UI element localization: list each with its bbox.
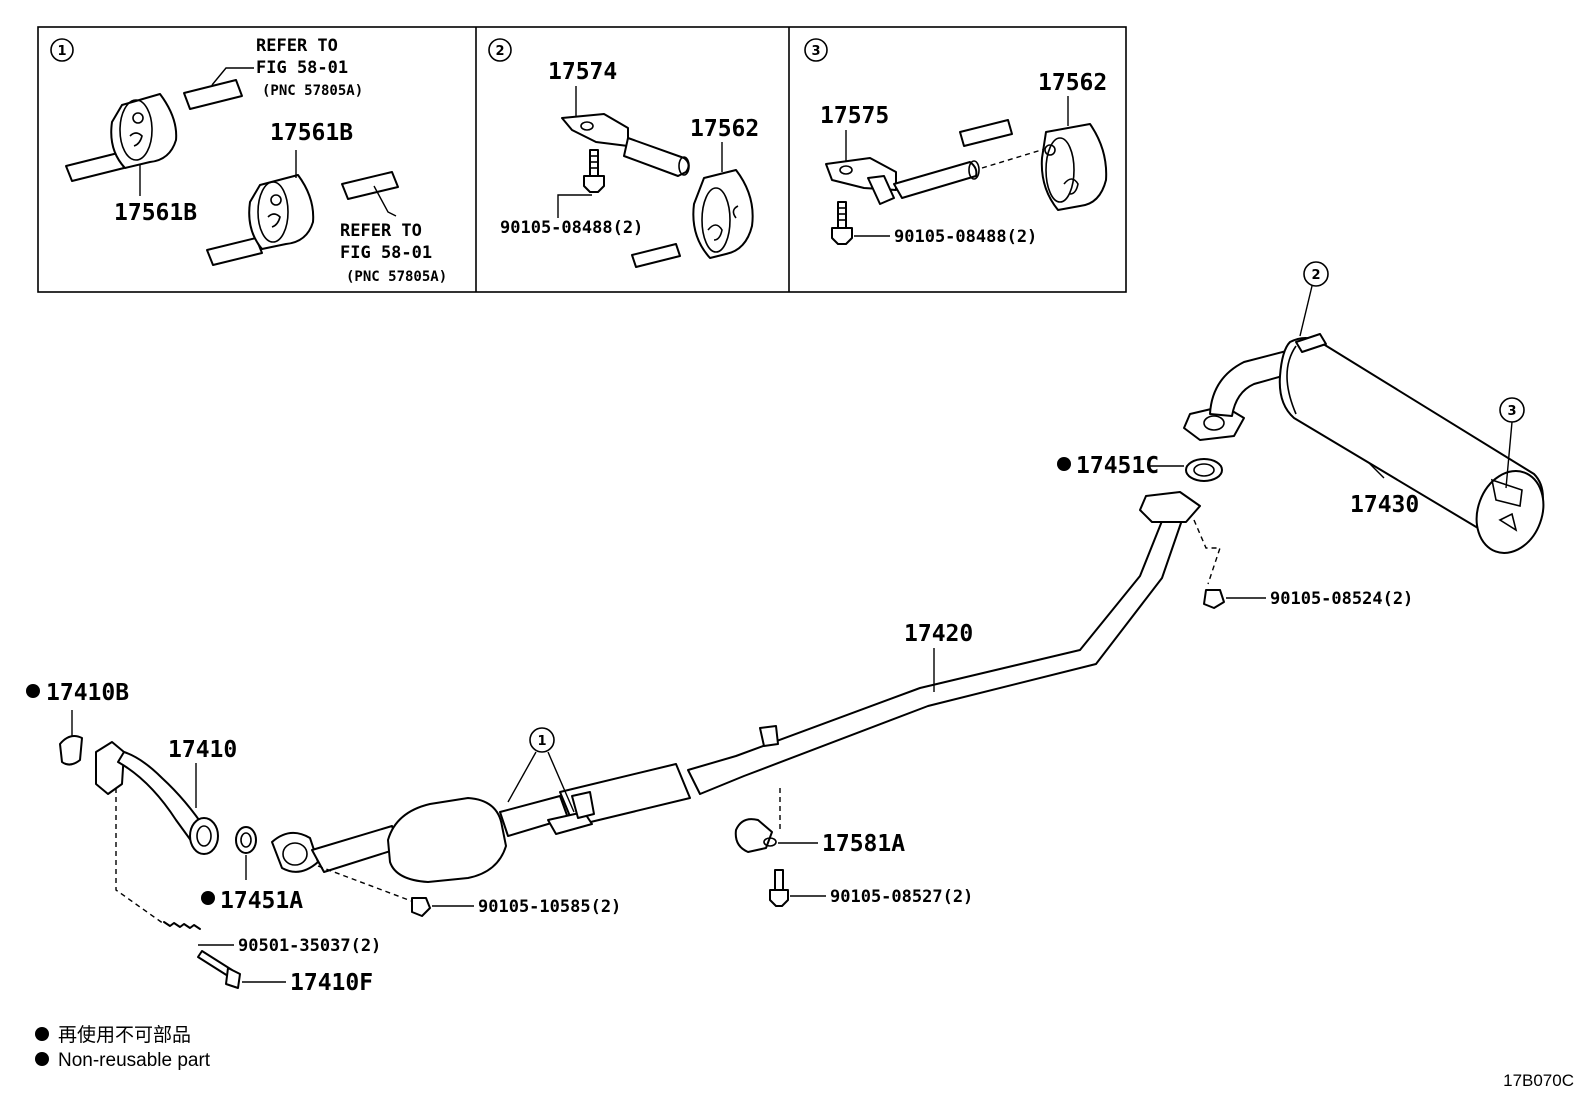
inset-2-hanger-label: 17562: [690, 116, 759, 142]
bolt-icon: [831, 201, 853, 245]
inset-2-bracket-label: 17574: [548, 59, 617, 85]
hanger-bracket-icon: [561, 113, 690, 177]
converter-bolt: 90105-10585(2): [317, 865, 621, 917]
center-pipe-label: 17420: [904, 621, 973, 647]
figure-code: 17B070C: [1503, 1071, 1574, 1090]
tail-pipe-label: 17430: [1350, 492, 1419, 518]
legend-jp: 再使用不可部品: [58, 1024, 191, 1046]
bolt-icon: [583, 149, 605, 193]
callout-1-label: 1: [537, 734, 546, 749]
callout-3-label: 3: [1507, 404, 1516, 419]
converter-bolt-label: 90105-10585(2): [478, 897, 621, 917]
rubber-hanger-icon: [110, 93, 178, 169]
inset-3: 3 17575 90105-08488(2) 17562: [804, 38, 1108, 247]
hanger-17581a: 17581A 90105-08527(2): [734, 788, 973, 907]
callout-3: 3: [1499, 397, 1525, 489]
front-pipe-17410: 17410: [95, 737, 237, 855]
hanger-bolt-label: 90105-08527(2): [830, 887, 973, 907]
inset-1: 1 REFER TO FIG 58-01 (PNC 57805A) 17561B: [50, 36, 447, 285]
inset-1-refer-bottom-line3: (PNC 57805A): [346, 269, 447, 285]
gasket-17410b: 17410B: [26, 680, 129, 766]
inset-1-circle-label: 1: [57, 44, 66, 59]
inset-3-bolt-label: 90105-08488(2): [894, 227, 1037, 247]
rubber-hanger-icon: [248, 174, 315, 250]
gasket-17410b-label: 17410B: [46, 680, 129, 706]
gasket-17451c-label: 17451C: [1076, 453, 1159, 479]
inset-1-refer-top-line1: REFER TO: [256, 36, 338, 56]
front-pipe-label: 17410: [168, 737, 237, 763]
callout-2-label: 2: [1311, 268, 1320, 283]
spring-bolt-group: 90501-35037(2) 17410F: [115, 788, 381, 996]
inset-2-circle-label: 2: [495, 44, 504, 59]
inset-3-circle-label: 3: [811, 44, 820, 59]
rubber-hanger-icon: [692, 169, 754, 259]
legend: 再使用不可部品 Non-reusable part: [35, 1024, 211, 1071]
hanger-bracket-icon: [825, 157, 980, 205]
inset-frame: [37, 26, 1127, 293]
callout-2: 2: [1299, 261, 1329, 337]
pipe-stub: [65, 79, 399, 266]
hanger-17581a-label: 17581A: [822, 831, 905, 857]
gasket-17451c: 17451C: [1057, 453, 1223, 482]
tail-bolt-label: 90105-08524(2): [1270, 589, 1413, 609]
tail-pipe-17430: 17430: [1183, 333, 1545, 554]
tail-bolt: 90105-08524(2): [1193, 519, 1413, 609]
legend-en: Non-reusable part: [58, 1050, 211, 1071]
inset-1-refer-bottom-line2: FIG 58-01: [340, 243, 432, 263]
inset-2-bolt-label: 90105-08488(2): [500, 218, 643, 238]
inset-1-part-right: 17561B: [270, 120, 353, 146]
inset-1-refer-bottom-line1: REFER TO: [340, 221, 422, 241]
inset-1-refer-top-line2: FIG 58-01: [256, 58, 348, 78]
inset-1-refer-top-line3: (PNC 57805A): [262, 83, 363, 99]
rubber-hanger-icon: [1040, 123, 1108, 211]
bolt-f-label: 17410F: [290, 970, 373, 996]
inset-1-part-left: 17561B: [114, 200, 197, 226]
spring-label: 90501-35037(2): [238, 936, 381, 956]
inset-2: 2 17574 90105-08488(2) 17562: [488, 38, 759, 268]
gasket-17451a: 17451A: [201, 826, 303, 914]
center-pipe-17420: 17420: [271, 491, 1201, 883]
inset-3-bracket-label: 17575: [820, 103, 889, 129]
inset-3-hanger-label: 17562: [1038, 70, 1107, 96]
gasket-17451a-label: 17451A: [220, 888, 303, 914]
callout-1: 1: [507, 727, 575, 813]
